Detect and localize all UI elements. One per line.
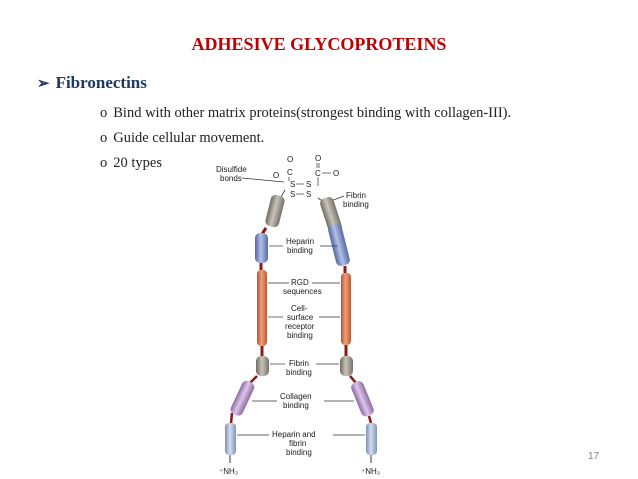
collagen-binding-label: Collagen [280, 392, 312, 401]
right-heparin-fibrin-domain [366, 423, 377, 455]
c-left: C [287, 168, 293, 177]
left-chain: ⁺NH₃ [219, 194, 285, 476]
disulfide-label: bonds [220, 174, 242, 183]
o-left-top: O [287, 155, 293, 164]
s-label: S [306, 190, 311, 199]
heparin-binding-label: binding [287, 246, 313, 255]
s-label: S [290, 190, 295, 199]
heparin-fibrin-label: fibrin [289, 439, 306, 448]
right-gray-top-domain [320, 197, 342, 233]
left-heparin-fibrin-domain [225, 423, 236, 455]
main-bullet: ➢ Fibronectins [37, 73, 147, 93]
right-rgd-domain [341, 273, 351, 345]
heparin-binding-label: Heparin [286, 237, 314, 246]
o-left-side: O [273, 171, 279, 180]
rgd-sequences-label: sequences [283, 287, 322, 296]
s-label: S [290, 180, 295, 189]
o-right-top: O [315, 154, 321, 163]
sub-bullet-1: o Bind with other matrix proteins(stronge… [100, 105, 511, 122]
slide-title: ADHESIVE GLYCOPROTEINS [191, 34, 447, 54]
nh3-left-label: ⁺NH₃ [219, 467, 238, 476]
left-rgd-domain [257, 270, 267, 346]
right-fibrin-mid-domain [340, 356, 353, 376]
collagen-binding-label: binding [283, 401, 309, 410]
left-heparin-domain [255, 233, 268, 263]
right-collagen-domain [351, 381, 374, 417]
cell-surface-label: binding [287, 331, 313, 340]
fibrin-binding-top-label: binding [343, 200, 369, 209]
right-chain: ⁺NH₃ [320, 197, 380, 476]
circle-bullet-icon: o [100, 155, 108, 171]
disulfide-label: Disulfide [216, 165, 247, 174]
s-label: S [306, 180, 311, 189]
fibrin-binding-top-label: Fibrin [346, 191, 366, 200]
cell-surface-label: surface [287, 313, 314, 322]
circle-bullet-icon: o [100, 105, 108, 121]
cell-surface-label: receptor [285, 322, 315, 331]
sub-bullet-text: Bind with other matrix proteins(stronges… [113, 105, 512, 121]
o-right-side: O [333, 169, 339, 178]
cell-surface-label: Cell- [291, 304, 308, 313]
fibrin-binding-mid-label: Fibrin [289, 359, 309, 368]
circle-bullet-icon: o [100, 130, 108, 146]
left-collagen-domain [230, 380, 255, 416]
main-bullet-text: Fibronectins [55, 73, 147, 92]
rgd-sequences-label: RGD [291, 278, 309, 287]
c-right: C [315, 169, 321, 178]
heparin-fibrin-label: binding [286, 448, 312, 457]
page-number: 17 [588, 451, 600, 462]
fibrin-binding-mid-label: binding [286, 368, 312, 377]
nh3-right-label: ⁺NH₃ [361, 467, 380, 476]
sub-bullet-text: 20 types [113, 155, 162, 171]
right-heparin-domain [328, 223, 350, 267]
arrow-bullet-icon: ➢ [37, 76, 50, 92]
sub-bullet-text: Guide cellular movement. [113, 130, 265, 146]
heparin-fibrin-label: Heparin and [272, 430, 316, 439]
domain-labels: Heparin binding RGD sequences Cell- surf… [237, 237, 365, 457]
left-fibrin-mid-domain [256, 356, 269, 376]
sub-bullet-2: o Guide cellular movement. [100, 130, 264, 147]
sub-bullet-3: o 20 types [100, 155, 162, 172]
left-gray-top-domain [265, 194, 285, 228]
disulfide-bond-group: Disulfide bonds O C O S S S S O C O Fibr… [216, 154, 369, 209]
